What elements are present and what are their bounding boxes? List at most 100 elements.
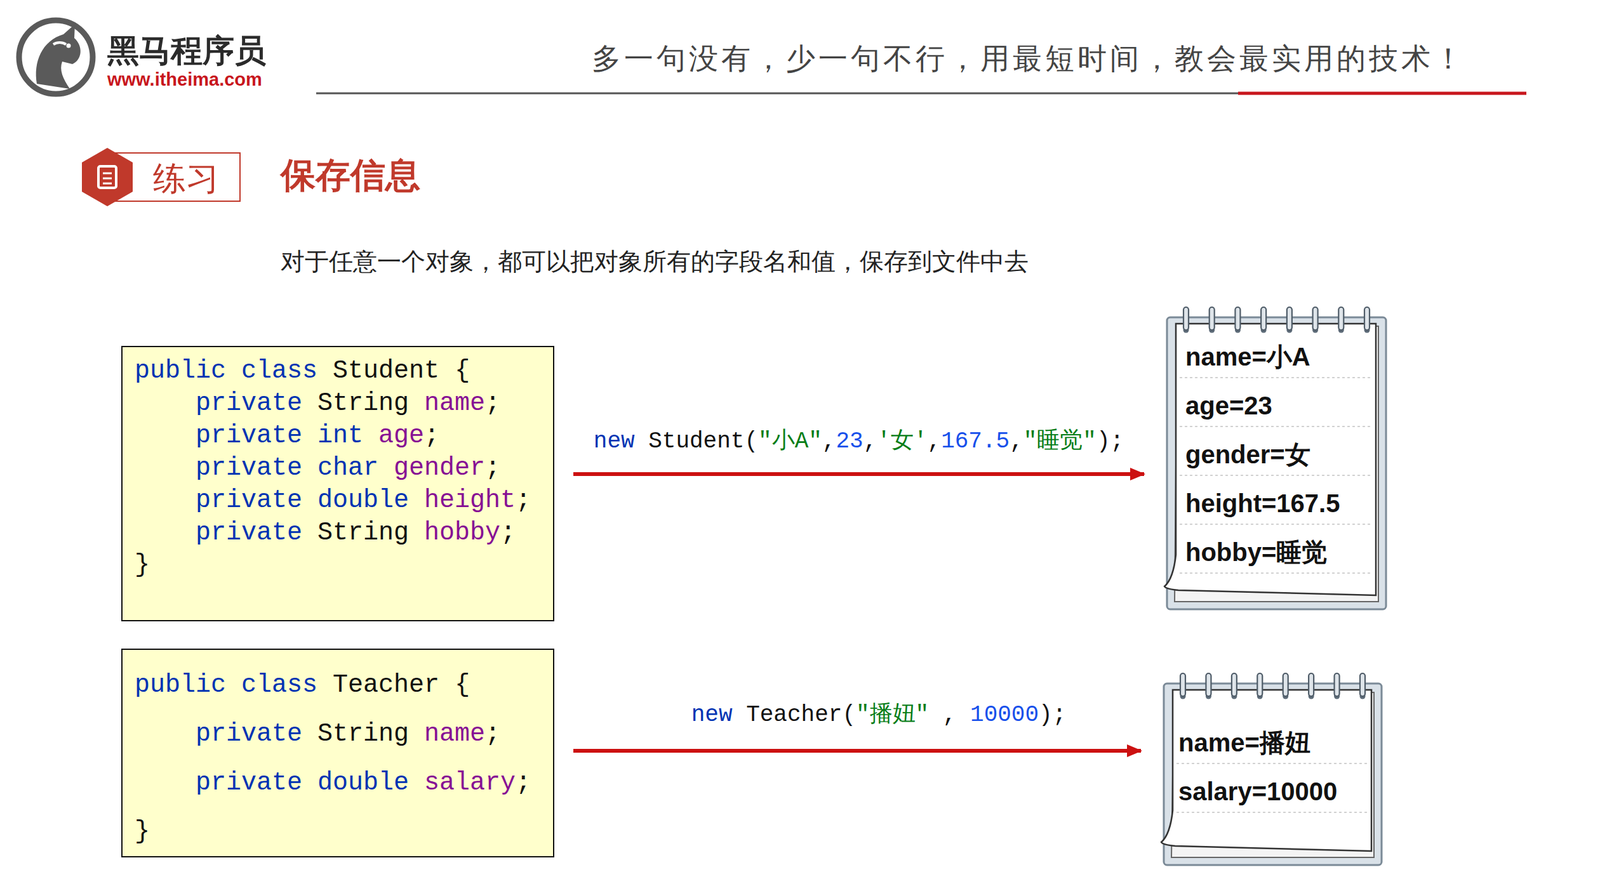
exercise-icon (81, 147, 133, 207)
code-line: public class Student { (134, 354, 470, 388)
code-token (408, 486, 425, 515)
code-line: private String name; (134, 387, 501, 420)
code-token: Teacher (332, 671, 440, 700)
code-token: String (317, 389, 409, 418)
code-token (226, 671, 242, 700)
code-token: "播妞" (855, 702, 929, 729)
code-token: } (134, 817, 150, 847)
code-token (956, 702, 971, 729)
code-token: public (134, 671, 227, 700)
code-token: String (317, 720, 409, 749)
code-token: private (195, 453, 303, 483)
code-token (634, 428, 649, 455)
code-line: private String name; (134, 709, 501, 759)
code-box: public class Student {private String nam… (121, 346, 555, 622)
header-rule-accent (1238, 92, 1527, 96)
code-token (928, 702, 943, 729)
code-token: double (317, 486, 409, 515)
code-token: "小A" (758, 428, 823, 455)
field-value: hobby=睡觉 (1185, 528, 1327, 578)
code-token (226, 356, 242, 386)
code-token (408, 518, 425, 548)
code-token: age (378, 421, 425, 451)
code-token: double (317, 768, 409, 798)
code-token: private (195, 486, 303, 515)
logo-icon (19, 20, 93, 94)
code-token: ); (1038, 702, 1067, 729)
field-value: salary=10000 (1178, 767, 1338, 817)
field-value: gender=女 (1185, 430, 1311, 480)
code-token: { (454, 671, 470, 700)
code-token: Teacher (746, 702, 842, 729)
field-value: name=小A (1185, 332, 1311, 382)
code-token: int (317, 421, 364, 451)
code-line: } (134, 549, 150, 582)
slide-title: 保存信息 (280, 154, 421, 197)
code-token: private (195, 518, 303, 548)
code-token: name (424, 389, 486, 418)
code-token (439, 671, 455, 700)
code-token (302, 389, 318, 418)
code-token: , (1009, 428, 1024, 455)
code-line: private char gender; (134, 452, 501, 485)
code-token: , (942, 702, 957, 729)
code-token: height (424, 486, 516, 515)
exercise-tag: 练习 (107, 152, 241, 202)
code-line: private double height; (134, 484, 531, 517)
code-token: , (927, 428, 942, 455)
code-token: ; (485, 720, 501, 749)
logo-url: www.itheima.com (107, 68, 263, 91)
code-token: gender (393, 453, 486, 483)
code-token: String (317, 518, 409, 548)
code-token (317, 356, 333, 386)
header-rule (316, 92, 1239, 95)
code-token: Student (332, 356, 440, 386)
code-token (302, 518, 318, 548)
code-token: private (195, 720, 303, 749)
code-token (363, 421, 379, 451)
code-box: public class Teacher {private String nam… (121, 648, 555, 858)
code-token: char (317, 453, 379, 483)
code-token: private (195, 389, 303, 418)
code-token (302, 453, 318, 483)
code-token: ; (485, 389, 501, 418)
notepad: name=小Aage=23gender=女height=167.5hobby=睡… (1163, 311, 1390, 613)
code-token (408, 389, 425, 418)
code-token (408, 768, 425, 798)
code-token: public (134, 356, 227, 386)
code-token (439, 356, 455, 386)
field-value: height=167.5 (1185, 479, 1340, 529)
code-token: } (134, 551, 150, 580)
code-token: ( (744, 428, 759, 455)
code-token: class (241, 356, 318, 386)
code-token: name (424, 720, 486, 749)
code-line: private double salary; (134, 758, 531, 808)
code-token: "睡觉" (1023, 428, 1097, 455)
code-token: class (241, 671, 318, 700)
code-token: ; (515, 486, 531, 515)
code-token (408, 720, 425, 749)
code-token: private (195, 421, 303, 451)
code-token: salary (424, 768, 516, 798)
code-token (302, 486, 318, 515)
code-token: 23 (835, 428, 863, 455)
arrow-connector (573, 749, 1141, 754)
constructor-call: new Teacher("播妞" , 10000); (691, 701, 1067, 730)
constructor-call: new Student("小A",23,'女',167.5,"睡觉"); (593, 427, 1124, 456)
code-line: private String hobby; (134, 516, 516, 550)
code-token: ; (500, 518, 516, 548)
code-token (732, 702, 747, 729)
code-token: private (195, 768, 303, 798)
code-line: public class Teacher { (134, 660, 470, 710)
code-token: { (454, 356, 470, 386)
field-value: name=播妞 (1178, 718, 1311, 768)
code-token: new (593, 428, 635, 455)
code-token: 167.5 (940, 428, 1010, 455)
code-token (317, 671, 333, 700)
code-token: , (863, 428, 878, 455)
notepad: name=播妞salary=10000 (1160, 677, 1386, 868)
description-text: 对于任意一个对象，都可以把对象所有的字段名和值，保存到文件中去 (280, 247, 1029, 277)
code-line: } (134, 807, 150, 857)
code-token (378, 453, 394, 483)
code-token: ; (515, 768, 531, 798)
